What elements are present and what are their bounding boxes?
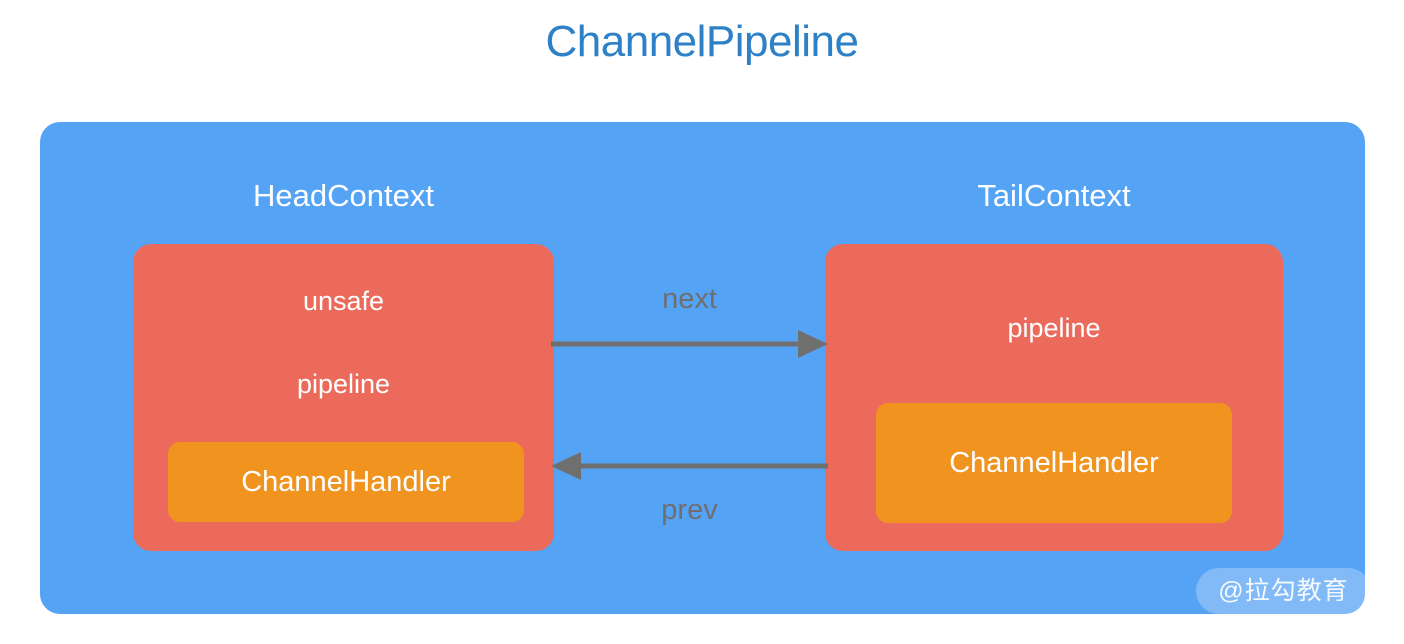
tail-context-label: TailContext [977,178,1131,213]
watermark-badge: @拉勾教育 [1196,568,1371,614]
tail-context-field-pipeline: pipeline [1007,313,1101,343]
tail-context-channel-handler-box: ChannelHandler [876,403,1232,523]
tail-context-channel-handler-label: ChannelHandler [949,447,1159,479]
head-context-field-unsafe: unsafe [302,286,385,316]
watermark-text: @拉勾教育 [1218,577,1349,605]
head-context-channel-handler-box: ChannelHandler [168,442,524,522]
next-arrow-label: next [662,283,717,315]
head-context-channel-handler-label: ChannelHandler [241,466,451,498]
prev-arrow-label: prev [661,494,718,526]
page-title: ChannelPipeline [545,17,859,66]
head-context-label: HeadContext [253,178,434,213]
head-context-field-pipeline: pipeline [296,369,391,399]
